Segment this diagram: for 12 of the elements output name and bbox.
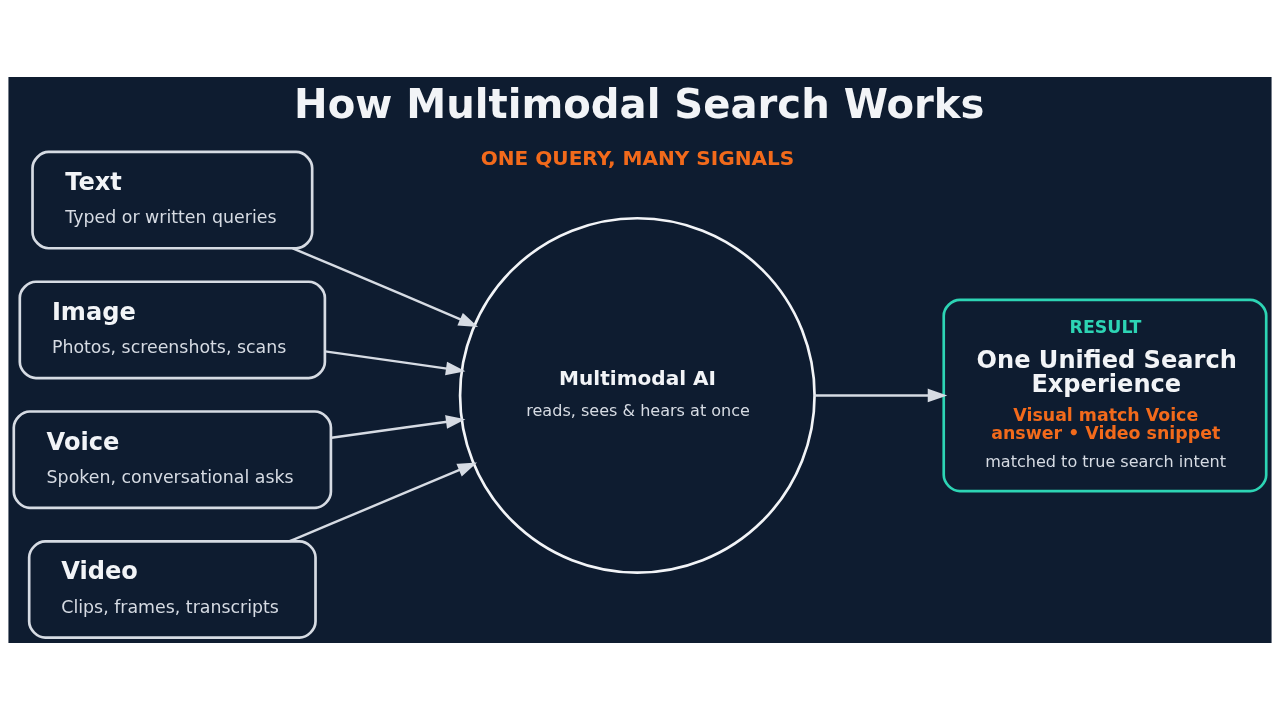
arrow [324,350,466,376]
node-box: Image Photos, screenshots, scans [18,280,327,380]
node-box: RESULT One Unified Search Experience Visual match Voice answer • Video snippet matched to true search intent [942,298,1268,493]
node-box: Video Clips, frames, transcripts [27,539,317,639]
arrow [814,388,948,403]
node-box: Text Typed or written queries [31,150,314,250]
label: ONE QUERY, MANY SIGNALS [480,145,795,170]
arrow [289,462,478,543]
node-box: Voice Spoken, conversational asks [12,410,333,510]
arrow [331,415,466,439]
arrow [292,247,479,327]
diagram-title: How Multimodal Search Works [294,81,985,128]
